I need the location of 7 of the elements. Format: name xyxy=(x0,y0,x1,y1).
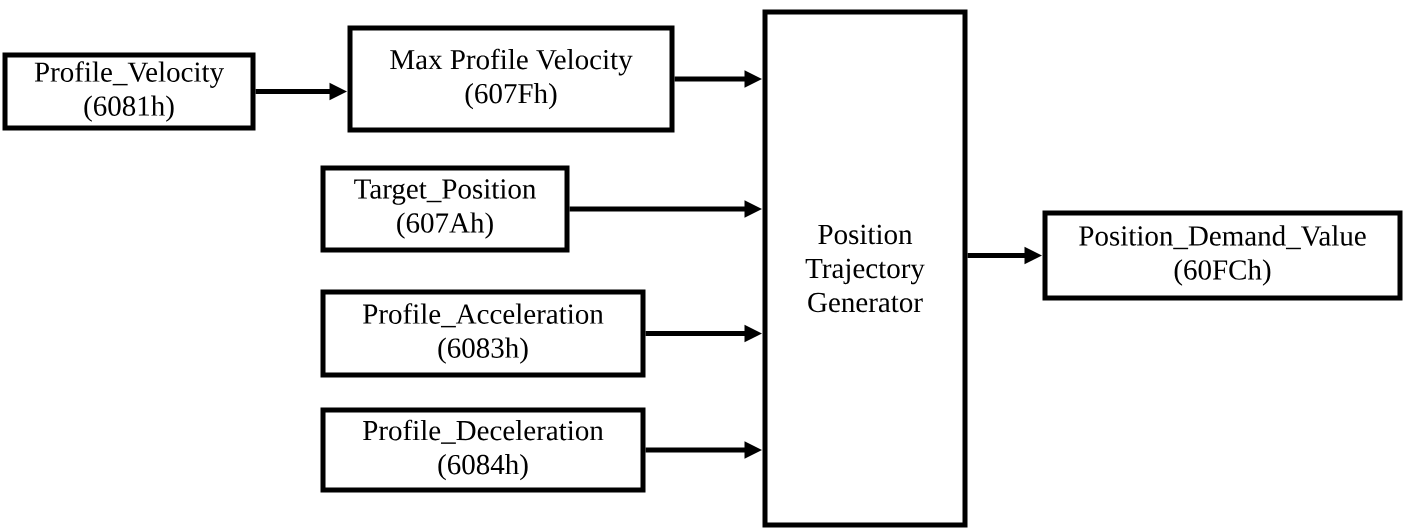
parameter-box: Target_Position (607Ah) xyxy=(320,165,570,253)
parameter-box: Profile_Acceleration (6083h) xyxy=(320,289,646,378)
parameter-box: Profile_Deceleration (6084h) xyxy=(320,407,646,493)
generator-box: Position Trajectory Generator xyxy=(762,9,968,528)
parameter-box: Max Profile Velocity (607Fh) xyxy=(347,25,675,133)
parameter-box: Position_Demand_Value (60FCh) xyxy=(1042,210,1403,301)
parameter-box: Profile_Velocity (6081h) xyxy=(2,52,256,131)
